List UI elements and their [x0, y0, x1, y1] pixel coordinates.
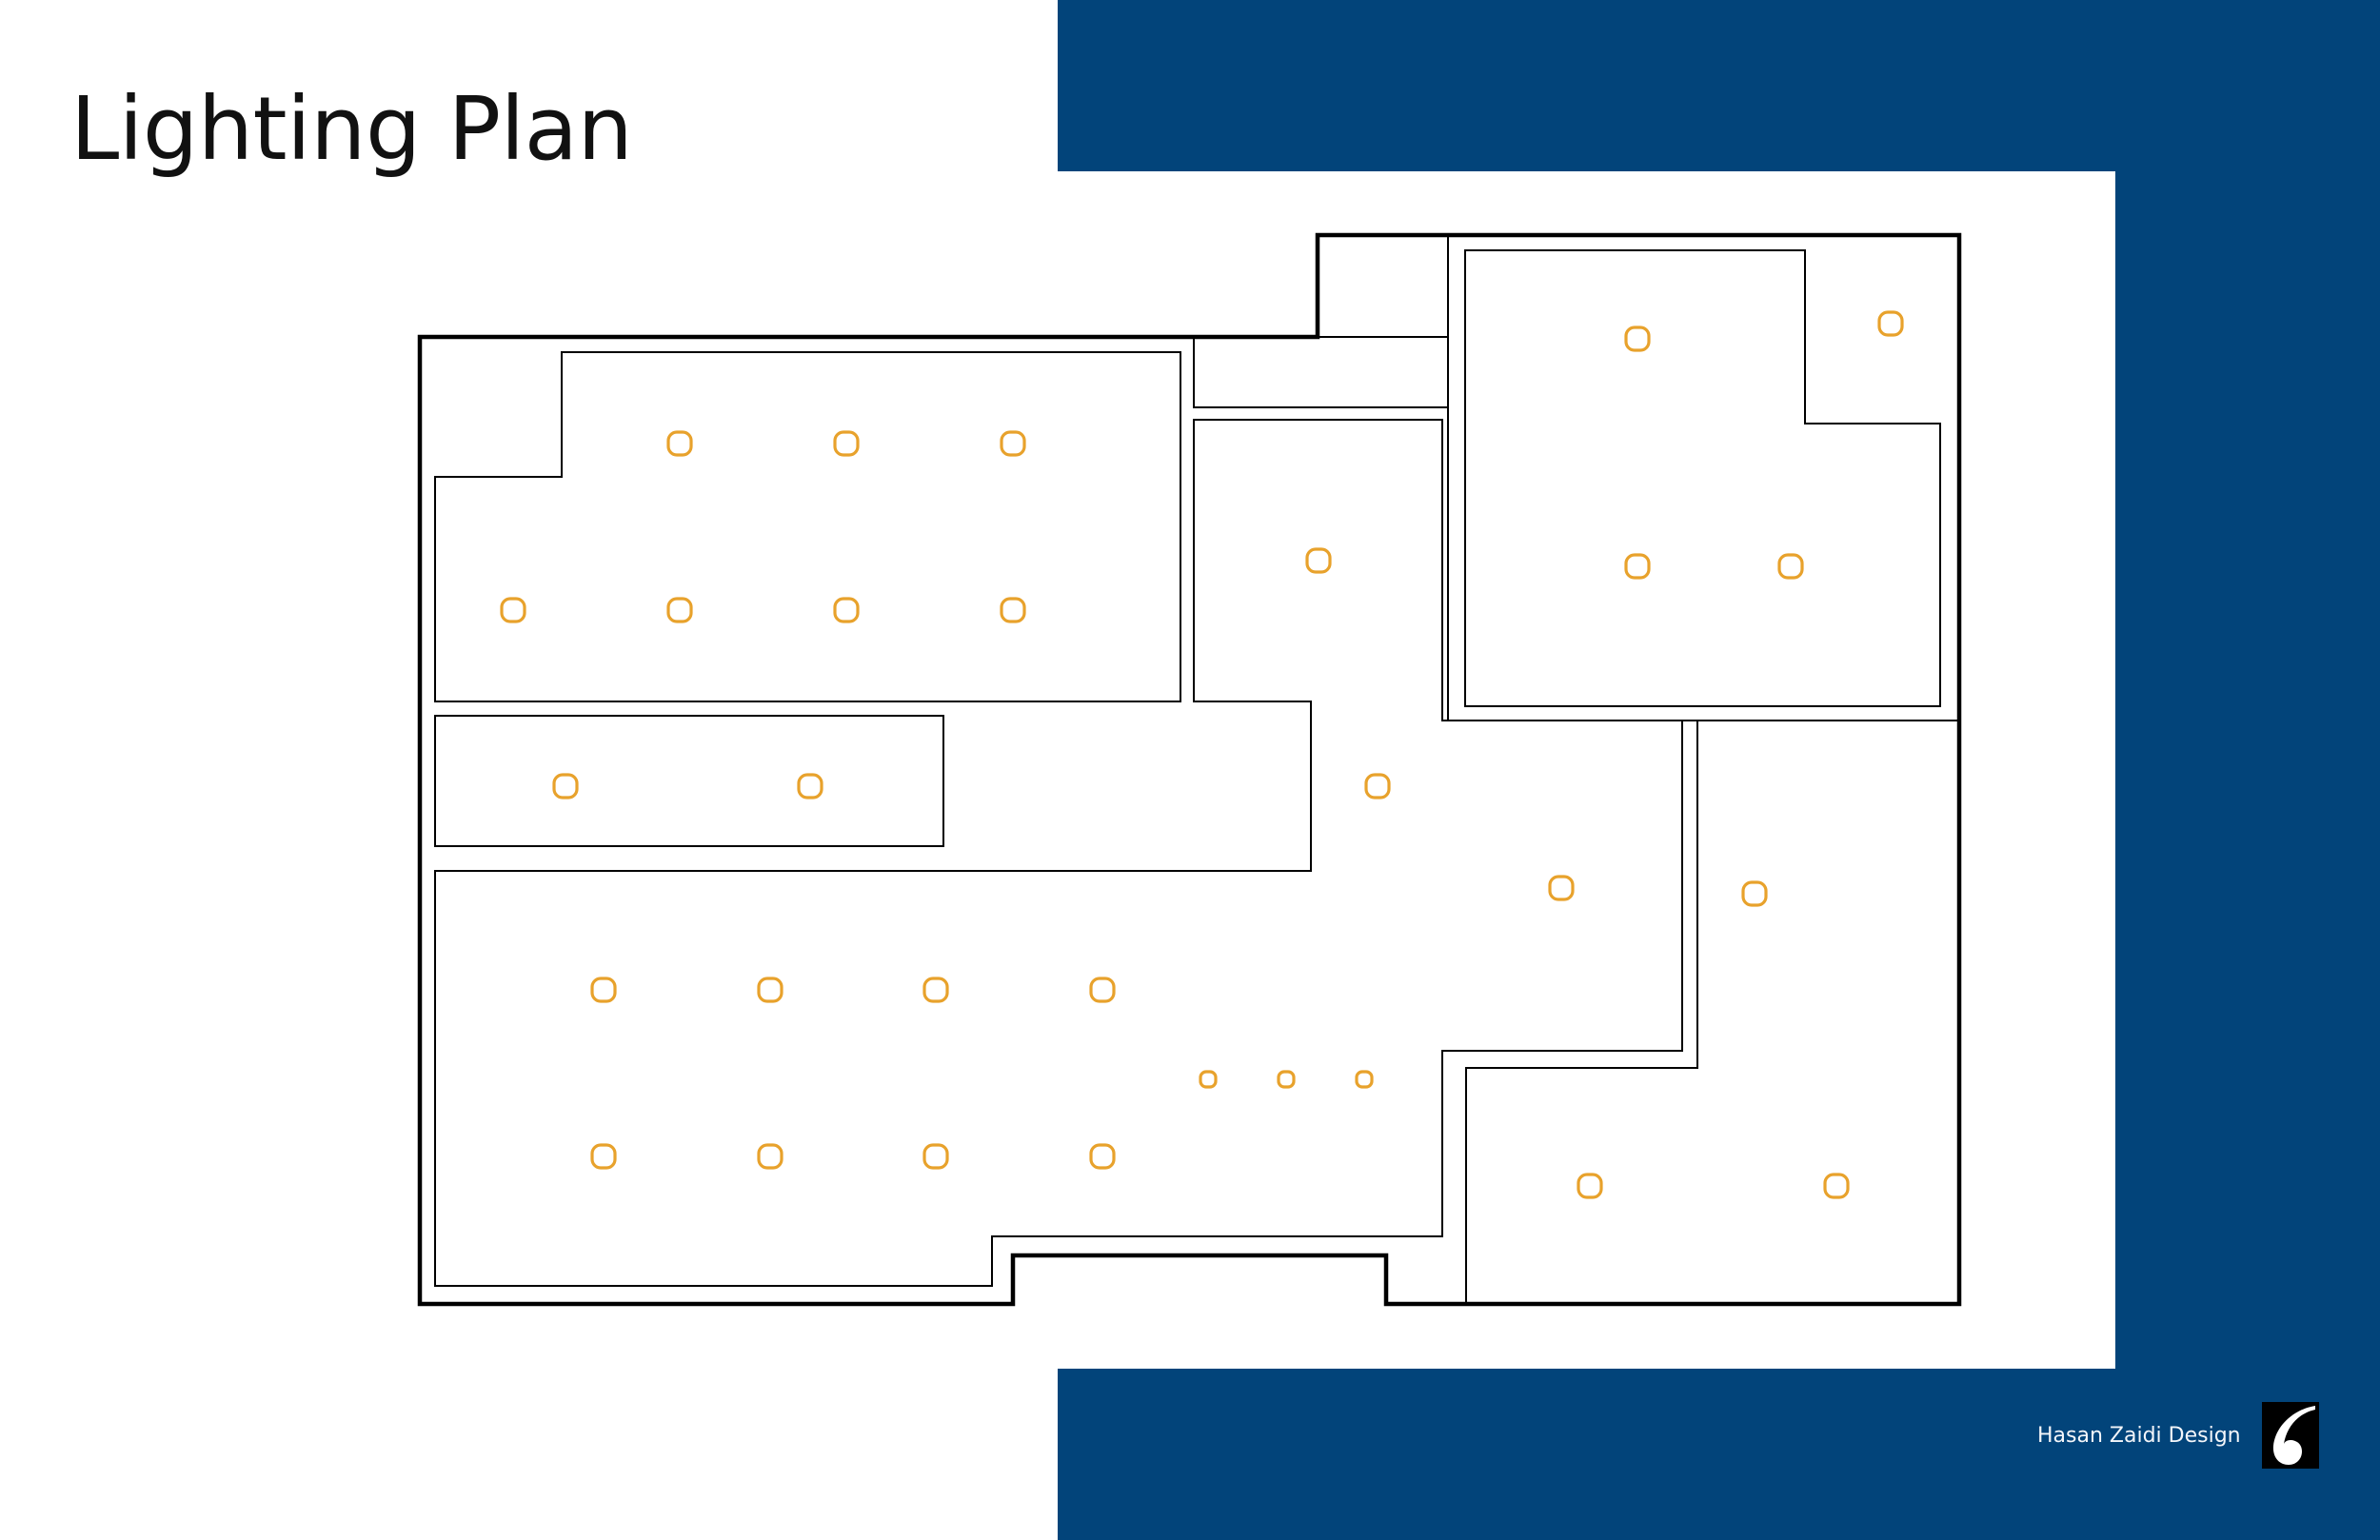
recessed-light-icon — [1624, 553, 1651, 580]
recessed-light-icon — [1277, 1070, 1296, 1089]
recessed-light-icon — [1000, 430, 1026, 457]
room-second-bedroom — [1465, 721, 1698, 1304]
page-title: Lighting Plan — [70, 78, 633, 180]
recessed-light-icon — [1823, 1173, 1850, 1199]
designer-credit: Hasan Zaidi Design — [2037, 1397, 2321, 1473]
room-master-bedroom — [1464, 249, 1941, 707]
recessed-light-icon — [1548, 875, 1575, 901]
room-hallway — [434, 419, 1683, 1287]
recessed-light-icon — [1000, 597, 1026, 623]
recessed-light-icon — [1364, 773, 1391, 800]
recessed-light-icon — [922, 1143, 949, 1170]
recessed-light-icon — [1877, 310, 1904, 337]
recessed-light-icon — [757, 1143, 783, 1170]
recessed-light-icon — [922, 977, 949, 1003]
recessed-light-icon — [552, 773, 579, 800]
designer-name: Hasan Zaidi Design — [2037, 1423, 2241, 1448]
room-entry-closet — [1193, 336, 1449, 408]
room-living — [434, 351, 1181, 702]
recessed-light-icon — [1089, 977, 1116, 1003]
recessed-light-icon — [590, 1143, 617, 1170]
recessed-light-icon — [833, 597, 860, 623]
room-laundry — [434, 715, 944, 847]
recessed-light-icon — [1741, 880, 1768, 907]
accent-band-bottom — [1058, 1369, 2380, 1540]
recessed-light-icon — [666, 430, 693, 457]
recessed-light-icon — [1624, 326, 1651, 352]
recessed-light-icon — [500, 597, 526, 623]
recessed-light-icon — [1305, 547, 1332, 574]
recessed-light-icon — [1199, 1070, 1218, 1089]
recessed-light-icon — [1089, 1143, 1116, 1170]
room-master-closet — [1447, 235, 1959, 721]
recessed-light-icon — [757, 977, 783, 1003]
recessed-light-icon — [1777, 553, 1804, 580]
accent-band-right — [2115, 0, 2380, 1540]
recessed-light-icon — [590, 977, 617, 1003]
recessed-light-icon — [1355, 1070, 1374, 1089]
recessed-light-icon — [797, 773, 823, 800]
designer-logo-icon — [2261, 1402, 2319, 1469]
recessed-light-icon — [833, 430, 860, 457]
exterior-wall — [417, 232, 1962, 1307]
recessed-light-icon — [666, 597, 693, 623]
recessed-light-icon — [1577, 1173, 1603, 1199]
